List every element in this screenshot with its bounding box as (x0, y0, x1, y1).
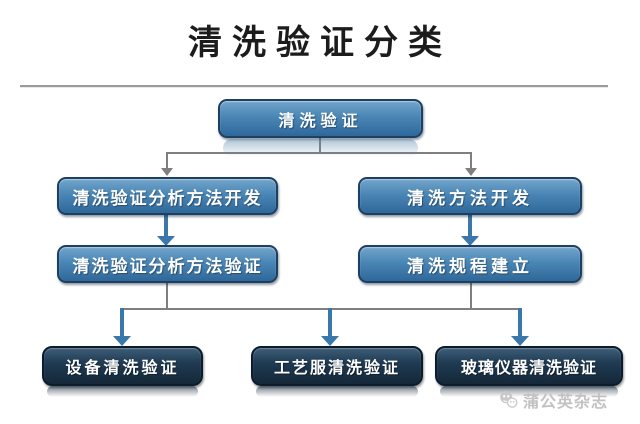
node-glassware-cleaning-validation: 玻璃仪器清洗验证 (435, 346, 623, 397)
node-cleaning-procedure-establishment: 清洗规程建立 (358, 245, 582, 283)
arrow-right-shaft (468, 215, 472, 236)
node-label: 设备清洗验证 (65, 360, 180, 377)
node-label: 清洗规程建立 (407, 256, 533, 276)
node-label: 工艺服清洗验证 (273, 360, 400, 377)
arrow-right-head (461, 236, 479, 246)
node-label: 清洗验证 (278, 112, 363, 130)
connector-l3-right-stem (470, 283, 472, 309)
node-cleaning-method-development: 清洗方法开发 (358, 177, 582, 215)
node-label: 清洗验证分析方法开发 (72, 188, 263, 208)
page-title: 清洗验证分类 (188, 25, 452, 62)
publisher-name: 蒲公英杂志 (523, 394, 609, 411)
connector-bottom-horizontal (122, 308, 520, 310)
arrow-bottom-left-head (113, 336, 131, 346)
node-label: 清洗验证分析方法验证 (72, 256, 263, 276)
node-label: 玻璃仪器清洗验证 (460, 360, 597, 377)
node-label: 清洗方法开发 (407, 188, 533, 208)
arrow-bottom-right-shaft (518, 308, 522, 336)
arrow-bottom-middle-shaft (328, 308, 332, 336)
arrow-left-head (157, 236, 175, 246)
arrowhead-gray-right (465, 168, 477, 176)
node-garment-cleaning-validation: 工艺服清洗验证 (251, 346, 423, 397)
node-equipment-cleaning-validation: 设备清洗验证 (42, 346, 203, 397)
publisher-watermark: 蒲公英杂志 (499, 388, 608, 412)
node-analysis-method-development: 清洗验证分析方法开发 (57, 177, 278, 215)
arrow-bottom-right-head (511, 336, 529, 346)
arrow-bottom-middle-head (321, 336, 339, 346)
connector-l3-left-stem (166, 283, 168, 309)
title-divider (20, 85, 608, 88)
node-cleaning-validation: 清洗验证 (218, 99, 423, 157)
connector-drop-left (166, 152, 168, 169)
node-analysis-method-validation: 清洗验证分析方法验证 (57, 245, 278, 283)
connector-drop-right (470, 152, 472, 169)
arrow-left-shaft (164, 215, 168, 236)
dandelion-logo-icon (499, 390, 519, 410)
arrowhead-gray-left (161, 168, 173, 176)
arrow-bottom-left-shaft (120, 308, 124, 336)
